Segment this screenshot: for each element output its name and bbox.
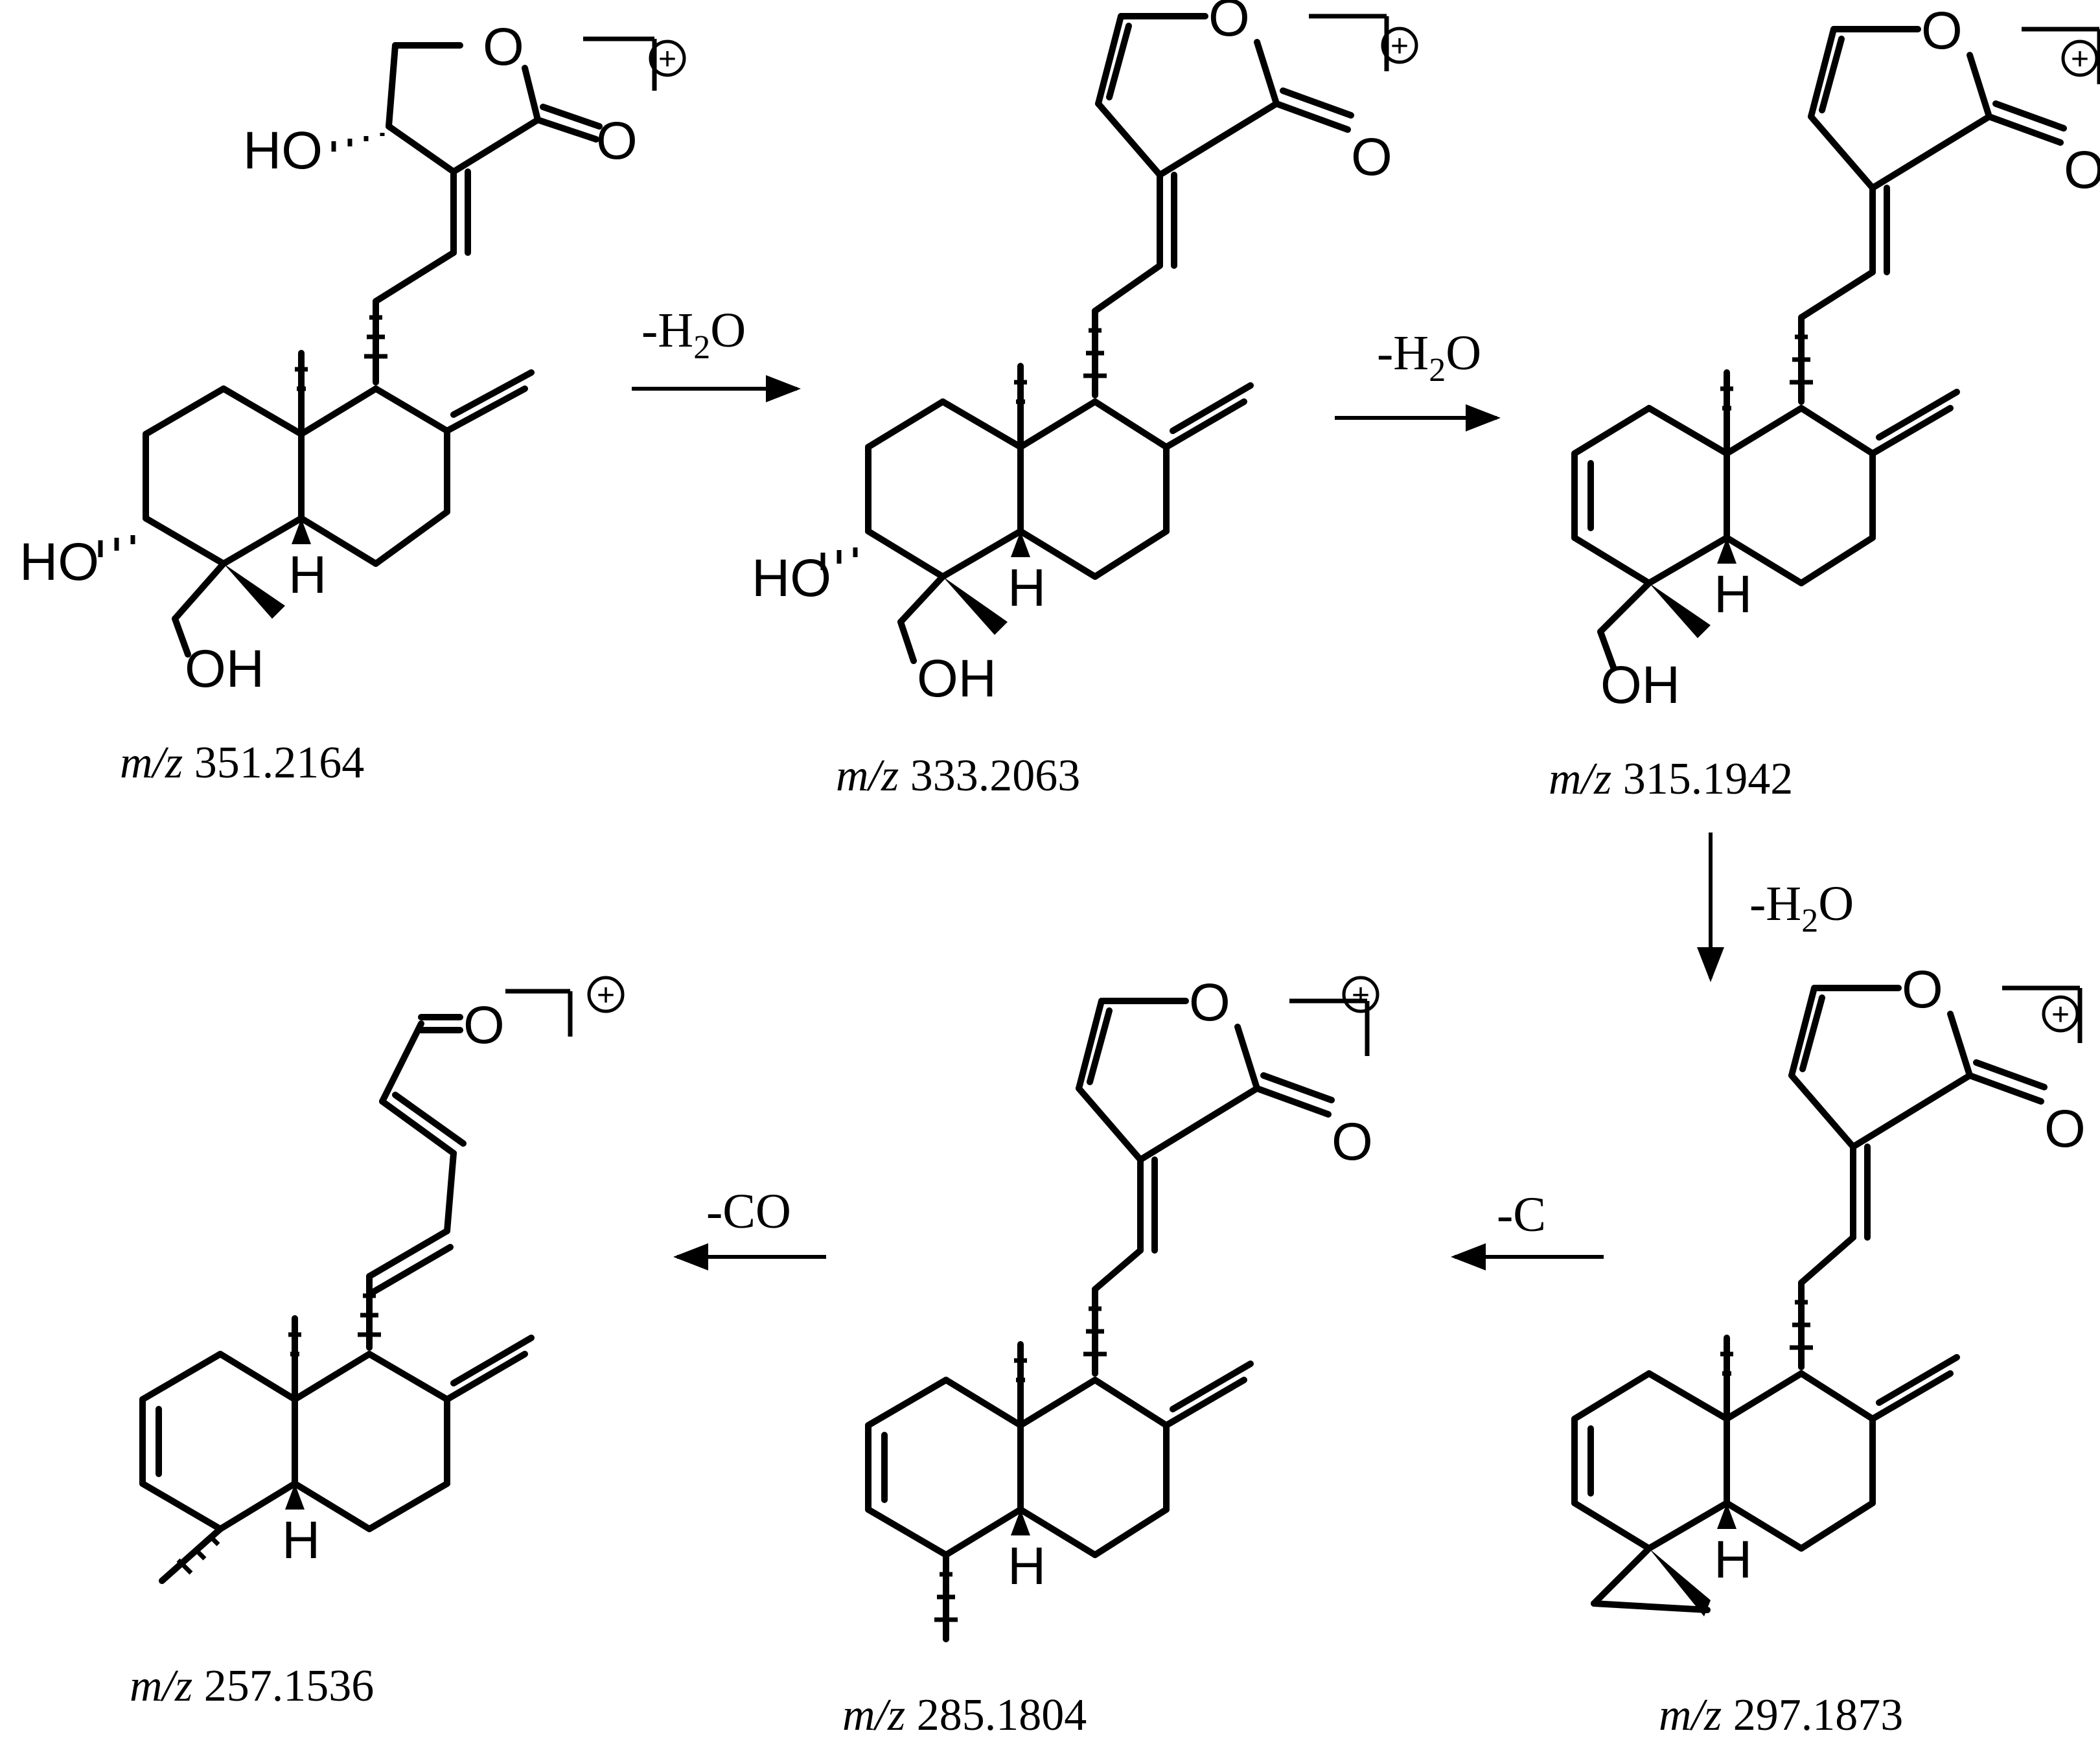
oxygen-atom: O xyxy=(1351,128,1392,187)
mz-label-4: m/z 297.1873 xyxy=(1659,1690,1903,1740)
oxygen-atom: O xyxy=(463,996,505,1055)
oxygen-atom: O xyxy=(1921,1,1963,60)
hydrogen-atom: H xyxy=(1714,565,1752,624)
positive-charge: + xyxy=(587,976,625,1013)
hydrogen-atom: H xyxy=(1714,1530,1752,1589)
reaction-arrow-4: -C xyxy=(1451,1188,1604,1270)
molecule-4 xyxy=(1571,988,2080,1616)
positive-charge: + xyxy=(1381,27,1418,64)
oxygen-atom: O xyxy=(2044,1099,2086,1158)
hydrogen-atom: H xyxy=(282,1511,320,1570)
hydroxyl-label: OH xyxy=(917,649,997,708)
reaction-label-5: -CO xyxy=(706,1184,791,1239)
mz-label-1: m/z 351.2164 xyxy=(120,738,364,788)
mz-label-3: m/z 315.1942 xyxy=(1549,754,1793,804)
mz-label-5: m/z 285.1804 xyxy=(842,1690,1087,1740)
positive-charge: + xyxy=(649,40,686,77)
mz-label-2: m/z 333.2063 xyxy=(836,751,1080,801)
reaction-arrow-3: -H2O xyxy=(1697,833,1854,982)
positive-charge: + xyxy=(2042,995,2079,1033)
oxygen-atom: O xyxy=(1189,973,1230,1032)
hydroxyl-label: HO xyxy=(243,121,323,180)
hydrogen-atom: H xyxy=(288,546,327,604)
oxygen-atom: O xyxy=(596,111,638,170)
oxygen-atom: O xyxy=(1208,0,1250,47)
svg-text:+: + xyxy=(597,978,615,1013)
reaction-arrow-5: -CO xyxy=(673,1184,826,1270)
reaction-label-3: -H2O xyxy=(1749,877,1854,939)
positive-charge: + xyxy=(1342,976,1379,1013)
molecule-2 xyxy=(820,16,1387,664)
hydroxyl-label: HO xyxy=(752,549,831,608)
reaction-arrow-2: -H2O xyxy=(1335,326,1501,431)
positive-charge: + xyxy=(2061,40,2099,77)
reaction-arrow-1: -H2O xyxy=(632,303,801,402)
svg-text:+: + xyxy=(2071,42,2089,76)
reaction-label-4: -C xyxy=(1497,1188,1546,1242)
hydroxyl-label: OH xyxy=(185,639,264,698)
hydrogen-atom: H xyxy=(1008,558,1046,617)
mz-label-6: m/z 257.1536 xyxy=(130,1661,374,1711)
oxygen-atom: O xyxy=(1332,1112,1373,1171)
molecule-1 xyxy=(98,36,657,658)
svg-text:+: + xyxy=(1390,29,1409,63)
molecule-3 xyxy=(1571,29,2099,671)
hydroxyl-label: OH xyxy=(1600,656,1680,715)
oxygen-atom: O xyxy=(1902,960,1943,1019)
hydrogen-atom: H xyxy=(1008,1537,1046,1596)
svg-text:+: + xyxy=(1352,978,1370,1013)
hydroxyl-label: HO xyxy=(19,533,99,592)
reaction-label-1: -H2O xyxy=(641,303,746,366)
oxygen-atom: O xyxy=(483,17,524,76)
svg-text:+: + xyxy=(2051,998,2070,1032)
molecule-6 xyxy=(139,989,573,1584)
svg-text:+: + xyxy=(658,42,676,76)
reaction-label-2: -H2O xyxy=(1377,326,1481,389)
oxygen-atom: O xyxy=(2064,141,2100,200)
molecule-5 xyxy=(865,1001,1367,1642)
